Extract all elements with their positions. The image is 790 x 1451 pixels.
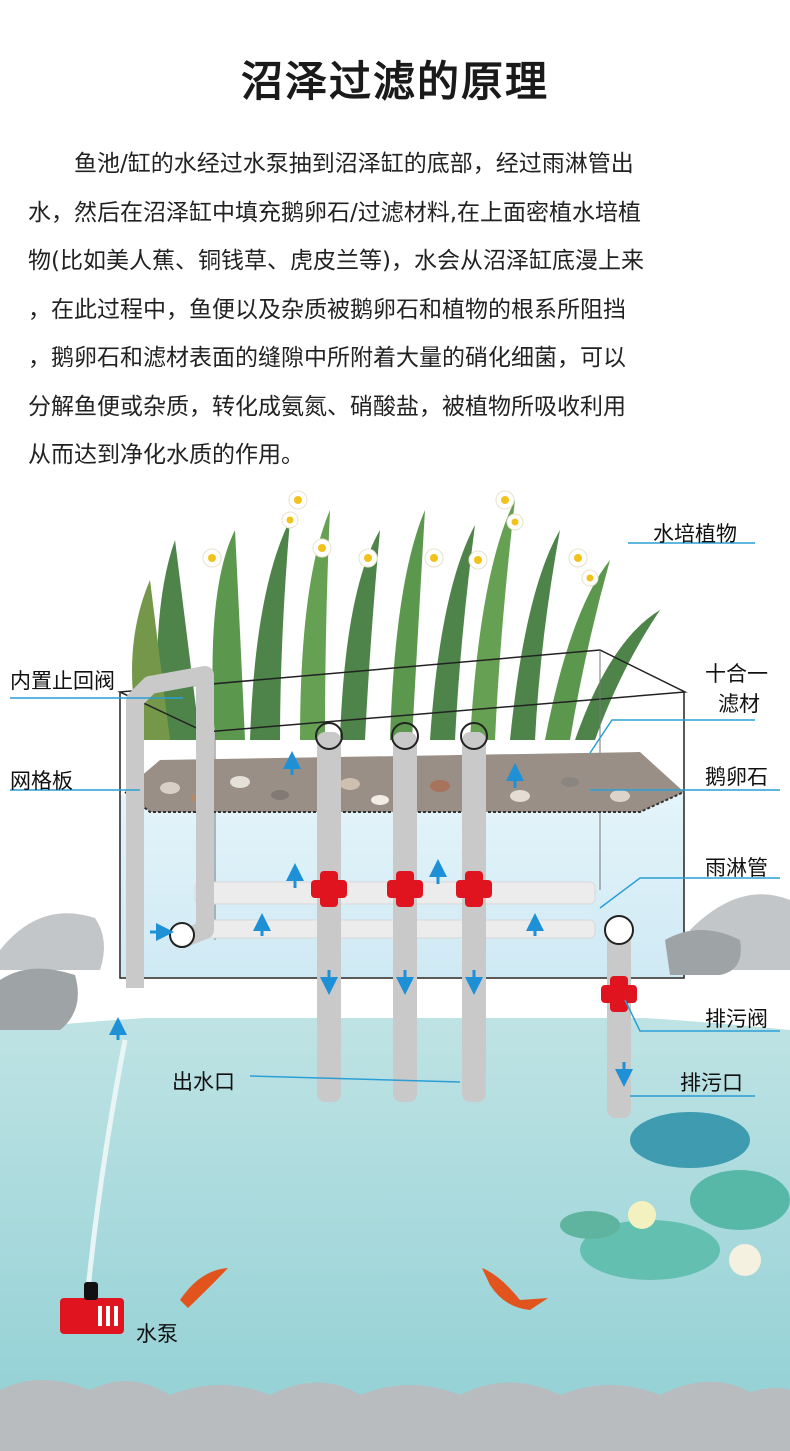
bottom-rocks [0,1380,790,1451]
label-outlet: 出水口 [172,1070,235,1094]
inlet-fitting [169,922,195,948]
label-filter-media-line2: 滤材 [718,692,760,716]
label-grid-plate: 网格板 [10,769,73,793]
description-line: ，在此过程中，鱼便以及杂质被鹅卵石和植物的根系所阻挡 [28,296,626,323]
description-line: 水，然后在沼泽缸中填充鹅卵石/过滤材料,在上面密植水培植 [28,199,642,226]
outlet-pipe [462,732,486,1102]
description-paragraph: 鱼池/缸的水经过水泵抽到沼泽缸的底部，经过雨淋管出 水，然后在沼泽缸中填充鹅卵石… [28,140,768,480]
label-hydroponic-plants: 水培植物 [653,522,737,546]
koi-fish [180,1268,548,1310]
outlet-pipe [393,732,417,1102]
check-valve-pipe [126,666,214,988]
description-line: 物(比如美人蕉、铜钱草、虎皮兰等)，水会从沼泽缸底漫上来 [28,248,644,274]
description-line: 分解鱼便或杂质，转化成氨氮、硝酸盐，被植物所吸收利用 [28,393,626,420]
label-pebbles: 鹅卵石 [705,765,768,789]
outlet-pipe [317,732,341,1102]
label-drain-outlet: 排污口 [680,1071,743,1095]
description-line: 从而达到净化水质的作用。 [28,442,304,468]
description-line: ，鹅卵石和滤材表面的缝隙中所附着大量的硝化细菌，可以 [28,345,626,371]
valve-icons [311,871,637,1012]
daffodil-flowers [202,490,599,587]
tank-top-back [117,649,688,733]
drain-pipe [607,918,631,1118]
pond-edge [0,1010,790,1030]
flow-arrows [109,751,633,1087]
label-pump: 水泵 [136,1322,178,1346]
page-title: 沼泽过滤的原理 [240,57,549,106]
label-check-valve: 内置止回阀 [10,669,115,693]
plant-leaves [132,500,660,740]
label-rain-pipe: 雨淋管 [705,856,768,880]
lotus-decoration [560,1112,790,1280]
swamp-filter-diagram [0,490,790,1451]
label-leader-lines [10,542,780,1097]
pump-tube [85,1039,128,1291]
label-filter-media-line1: 十合一 [705,662,768,686]
rock-decoration [0,894,790,1030]
label-drain-valve: 排污阀 [705,1007,768,1031]
description-line: 鱼池/缸的水经过水泵抽到沼泽缸的底部，经过雨淋管出 [28,151,634,177]
drain-fitting [604,915,634,945]
